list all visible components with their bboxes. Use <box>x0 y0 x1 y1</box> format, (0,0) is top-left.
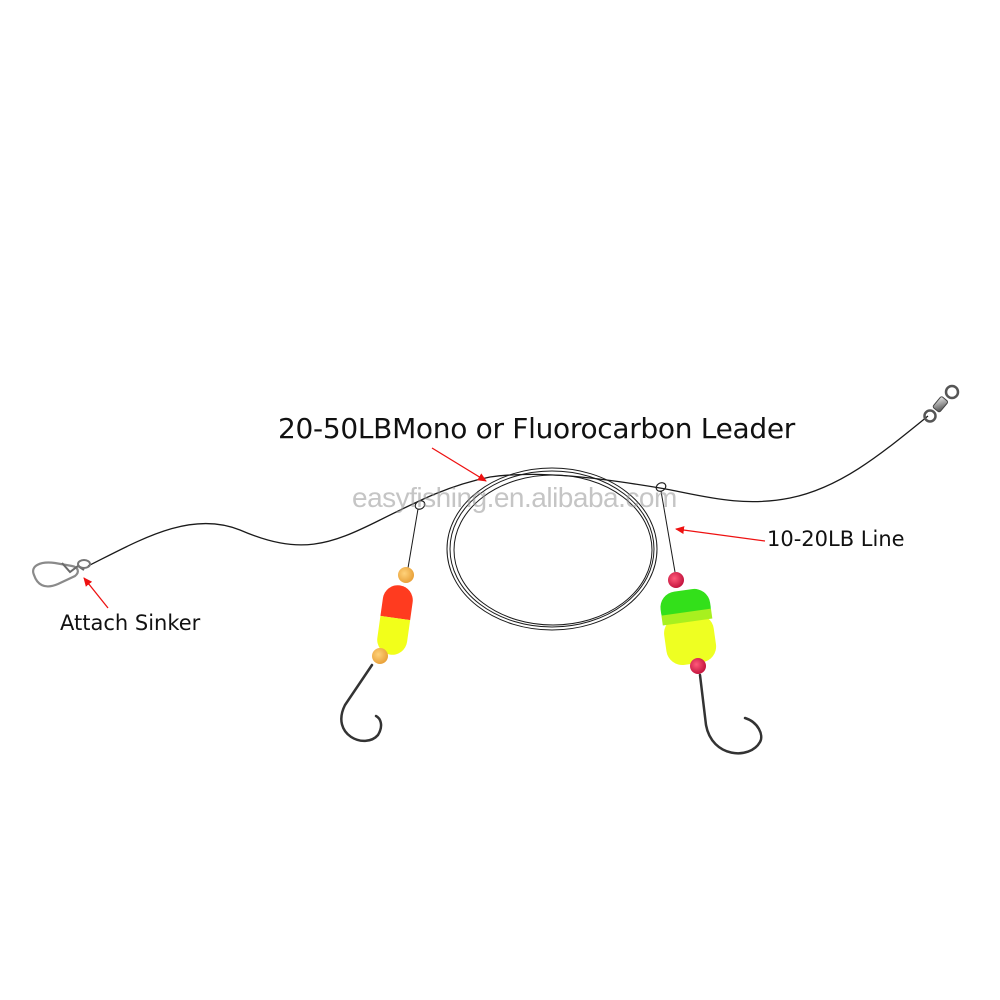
hook-icon <box>340 663 383 743</box>
line-arrow <box>675 526 766 542</box>
barrel-swivel-icon <box>923 384 960 423</box>
hook-icon <box>698 673 763 755</box>
leader-arrow <box>431 447 487 482</box>
float-icon <box>377 585 413 655</box>
sinker-arrow <box>83 577 109 609</box>
dropper-left <box>340 500 426 743</box>
watermark: easyfishing.en.alibaba.com <box>352 482 677 513</box>
coiled-leader-loop <box>446 467 658 631</box>
sinker-label: Attach Sinker <box>60 611 201 635</box>
bead-top-icon <box>668 572 684 588</box>
float-icon <box>660 588 717 666</box>
main-line <box>87 415 929 567</box>
bead-top-icon <box>398 567 414 583</box>
bead-bottom-icon <box>372 648 388 664</box>
bead-bottom-icon <box>690 658 706 674</box>
line-label: 10-20LB Line <box>767 527 905 551</box>
dropper-right <box>655 482 763 755</box>
snap-swivel-icon <box>32 559 91 588</box>
leader-label: 20-50LBMono or Fluorocarbon Leader <box>278 412 795 445</box>
annotation-arrows <box>83 447 766 609</box>
